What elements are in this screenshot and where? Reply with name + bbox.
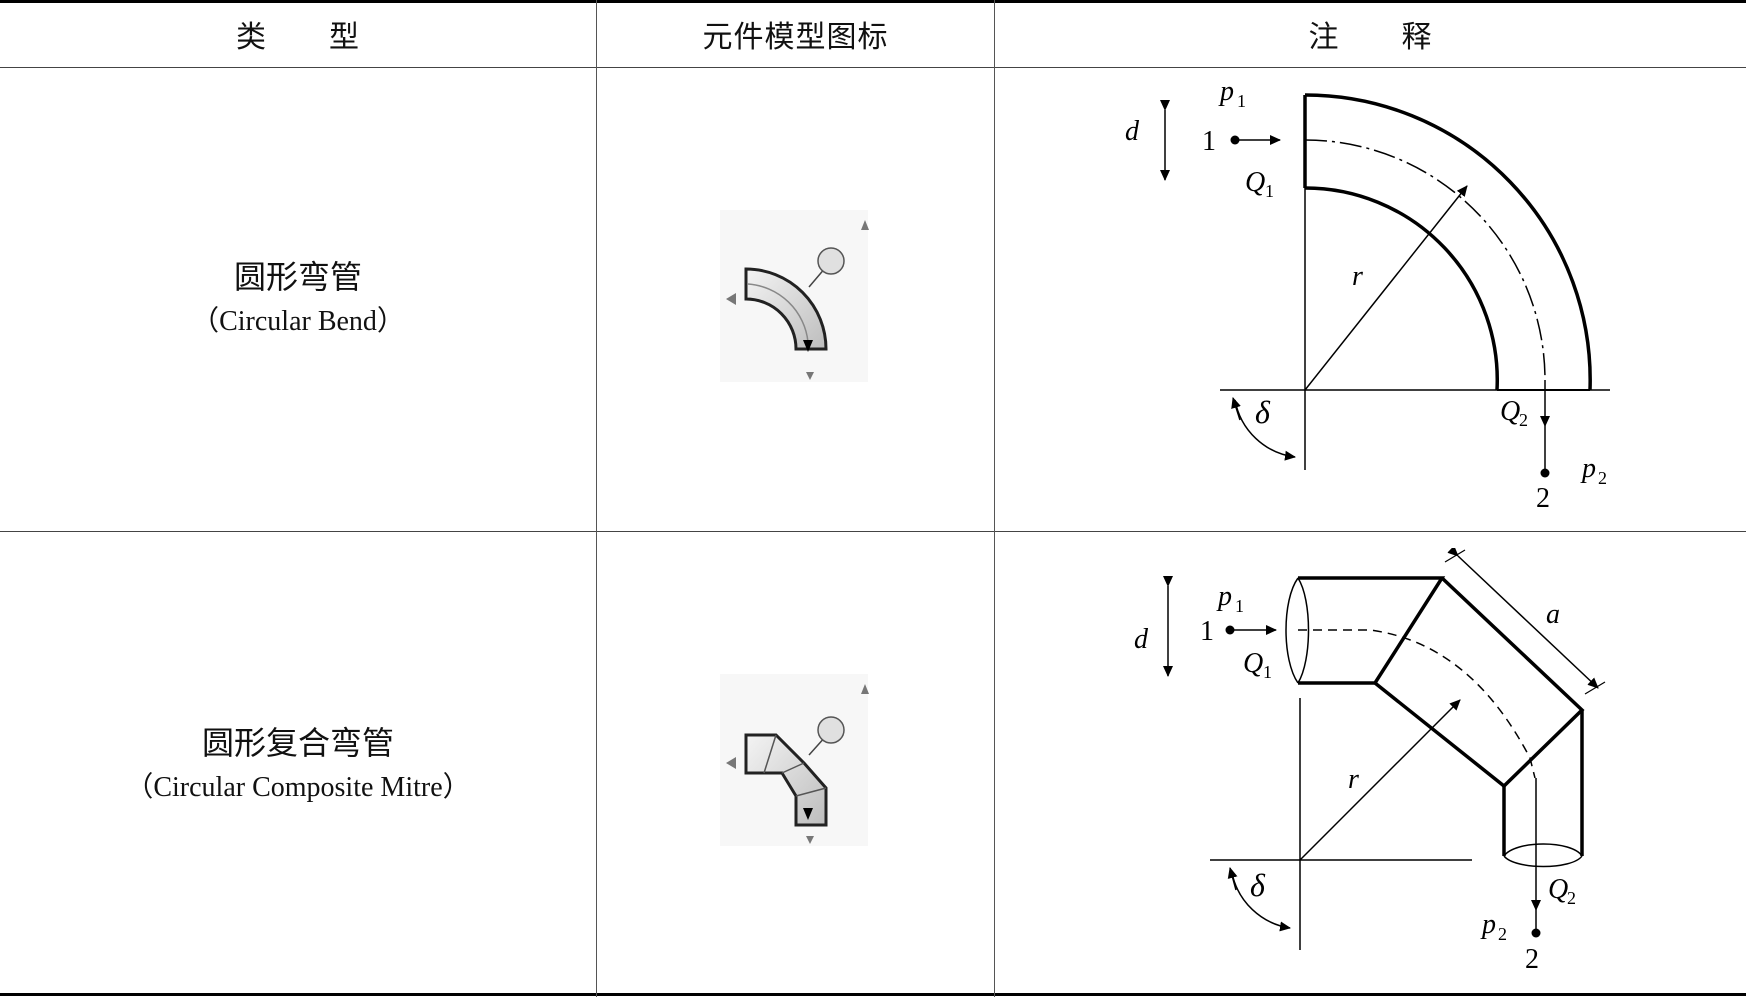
left-port-arrow-icon	[726, 293, 736, 305]
label-d: d	[1125, 116, 1140, 147]
top-port-arrow-icon	[861, 220, 869, 230]
label-p2: p	[1580, 453, 1596, 484]
label-p1-sub: 1	[1237, 91, 1246, 111]
label-q1: Q	[1245, 167, 1265, 198]
top-port-arrow-icon	[861, 684, 869, 694]
row-2-name-cn: 圆形复合弯管	[201, 724, 394, 762]
left-port-arrow-icon	[726, 757, 736, 769]
header-icon: 元件模型图标	[702, 20, 889, 55]
column-divider-2	[994, 0, 995, 997]
label-inlet-number: 1	[1200, 616, 1214, 647]
label-q1-sub: 1	[1263, 662, 1272, 682]
label-q2-sub: 2	[1519, 410, 1528, 430]
label-r: r	[1348, 764, 1359, 795]
column-divider-1	[596, 0, 597, 997]
row-divider	[0, 531, 1746, 532]
row-2-name: 圆形复合弯管 （Circular Composite Mitre）	[0, 720, 596, 810]
label-p1-sub: 1	[1235, 596, 1244, 616]
label-p1: p	[1216, 581, 1232, 612]
table-bottom-rule	[0, 993, 1746, 996]
label-inlet-number: 1	[1202, 126, 1216, 157]
bottom-port-arrow-icon	[806, 372, 814, 380]
circular-bend-diagram: d p 1 1 Q 1 r δ Q 2 p 2 2	[1125, 80, 1610, 514]
port-ball-icon	[817, 247, 845, 275]
header-type: 类 型	[236, 20, 360, 55]
label-q2-sub: 2	[1567, 888, 1576, 908]
label-delta: δ	[1255, 394, 1271, 430]
label-q1-sub: 1	[1265, 181, 1274, 201]
table-top-rule	[0, 0, 1746, 3]
label-a: a	[1546, 599, 1560, 630]
label-q2: Q	[1500, 396, 1520, 427]
row-1-name: 圆形弯管 （Circular Bend）	[0, 254, 596, 344]
label-outlet-number: 2	[1525, 944, 1539, 975]
label-p1: p	[1218, 80, 1234, 107]
circular-bend-icon	[720, 210, 869, 382]
row-2-name-en: （Circular Composite Mitre）	[125, 772, 471, 803]
label-p2-sub: 2	[1498, 924, 1507, 944]
row-1-name-en: （Circular Bend）	[191, 306, 405, 337]
row-1-name-cn: 圆形弯管	[233, 258, 362, 296]
composite-mitre-diagram: d p 1 1 Q 1 r a δ Q 2 p 2 2	[1134, 548, 1606, 975]
label-delta: δ	[1250, 867, 1266, 903]
composite-mitre-icon	[720, 674, 869, 846]
label-p2: p	[1480, 909, 1496, 940]
header-note: 注 释	[1308, 20, 1433, 55]
label-p2-sub: 2	[1598, 468, 1607, 488]
label-r: r	[1352, 261, 1363, 292]
bottom-port-arrow-icon	[806, 836, 814, 844]
label-q1: Q	[1243, 648, 1263, 679]
label-q2: Q	[1548, 874, 1568, 905]
label-d: d	[1134, 624, 1149, 655]
port-ball-icon	[817, 716, 845, 744]
label-outlet-number: 2	[1536, 483, 1550, 514]
header-rule	[0, 67, 1746, 68]
